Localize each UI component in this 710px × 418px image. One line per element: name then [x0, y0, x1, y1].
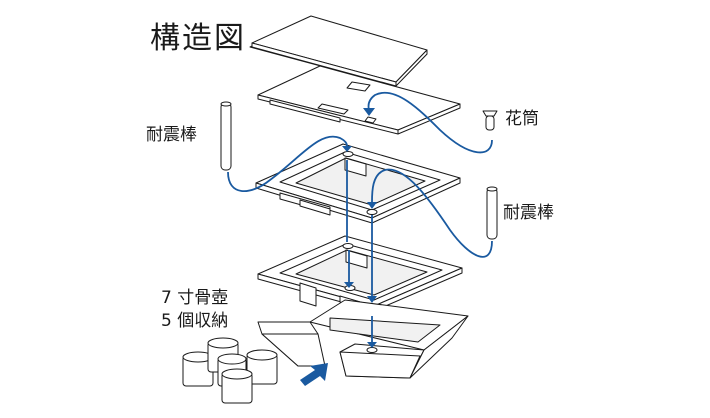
urn	[182, 351, 214, 387]
diagram-title: 構造図	[150, 21, 246, 56]
vase-hole	[364, 116, 377, 124]
seismic-rod-right	[486, 186, 498, 240]
urn	[221, 368, 253, 404]
incense-slot	[317, 103, 349, 115]
urn	[246, 349, 278, 385]
urns	[182, 337, 278, 404]
seismic-rod-left	[220, 101, 232, 171]
insert-arrow-icon	[300, 363, 328, 386]
label-urn-size: 7 寸骨壺	[161, 288, 229, 308]
upper-plate	[257, 65, 461, 135]
label-seismic-rod-right: 耐震棒	[503, 203, 554, 223]
label-urn-count: 5 個収納	[161, 311, 229, 331]
upper-frame	[255, 143, 461, 224]
label-seismic-rod-left: 耐震棒	[146, 125, 197, 145]
assembly-guide-lines	[227, 91, 493, 348]
label-urn-capacity: 7 寸骨壺 5 個収納	[161, 287, 228, 333]
base-frame	[257, 299, 469, 379]
flower-vase	[482, 110, 498, 131]
middle-frame	[257, 235, 463, 313]
top-lid	[249, 15, 428, 87]
lid-knob	[346, 81, 371, 92]
label-flower-vase: 花筒	[505, 109, 539, 129]
